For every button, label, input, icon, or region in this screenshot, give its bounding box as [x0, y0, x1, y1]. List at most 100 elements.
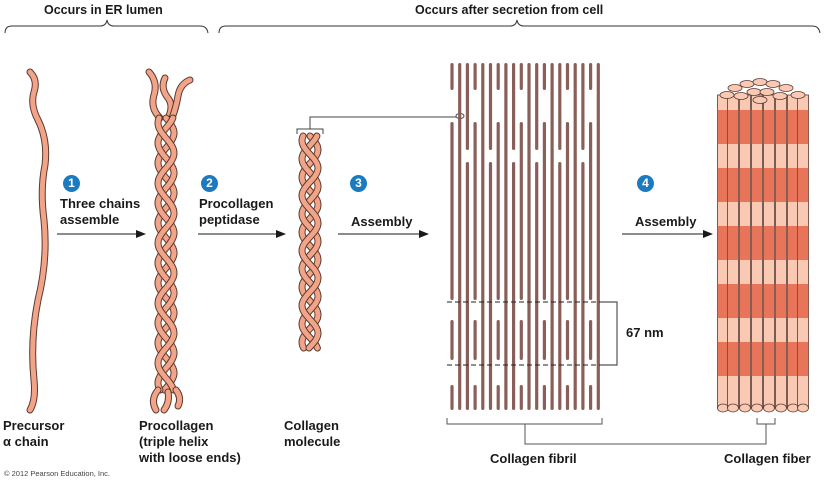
fiber-band: [797, 342, 809, 376]
loose-end-bottom-2: [161, 389, 171, 413]
loose-end-bottom-3: [173, 387, 183, 409]
fiber-cylinder-top: [739, 80, 755, 88]
fiber-cylinder-top: [752, 78, 768, 86]
fiber-band: [727, 342, 739, 376]
fiber-cylinder-top: [719, 91, 735, 99]
fibril-rod: [581, 162, 585, 410]
fiber-cylinder-top: [733, 92, 749, 100]
fiber-band: [763, 284, 775, 318]
copyright: © 2012 Pearson Education, Inc.: [4, 469, 111, 478]
fibril-rod: [542, 122, 546, 300]
collagen-fibril: [450, 63, 600, 410]
fibril-rod: [589, 63, 593, 90]
secretion-brace: [218, 19, 821, 34]
fibril-rod: [535, 63, 539, 150]
fiber-band: [787, 284, 799, 318]
fibril-rod: [519, 63, 523, 90]
fiber-band: [787, 226, 799, 260]
fiber-band: [787, 110, 799, 144]
fibril-rod: [565, 320, 570, 360]
fibril-rod: [473, 320, 477, 360]
fibril-rod: [450, 63, 454, 90]
loose-end-mid: [160, 75, 174, 121]
fibril-rod: [542, 320, 546, 360]
fiber-cylinder-bottom: [787, 403, 799, 413]
procollagen-strand-1: [155, 115, 177, 393]
fiber-cylinder-top: [790, 91, 806, 99]
fibril-rod: [450, 320, 454, 360]
fibril-rod: [565, 385, 570, 410]
fibril-rod: [519, 320, 523, 360]
fibril-rod: [458, 63, 462, 410]
fibril-rod: [488, 162, 493, 410]
step-2-badge: 2: [201, 175, 218, 192]
fiber-cylinder-top: [772, 92, 788, 100]
loose-end-right: [169, 77, 193, 121]
fiber-band: [797, 168, 809, 202]
fiber-band: [751, 168, 763, 202]
procollagen-strand-3: [155, 115, 177, 393]
period-bracket: [600, 301, 618, 366]
fiber-cylinder-top: [759, 88, 775, 96]
fiber-band: [717, 342, 729, 376]
fibril-rod: [527, 63, 531, 410]
loose-end-left: [146, 69, 163, 121]
fibril-rod: [450, 122, 454, 300]
fibril-bracket: [446, 418, 776, 445]
step-1-badge: 1: [63, 175, 80, 192]
header-er-lumen: Occurs in ER lumen: [44, 3, 163, 17]
procollagen-helix: [145, 68, 194, 414]
fiber-band: [727, 226, 739, 260]
period-measurement: 67 nm: [626, 325, 664, 340]
step-4-label: Assembly: [635, 214, 697, 229]
fibril-rod: [565, 63, 570, 90]
label-precursor: Precursor α chain: [3, 418, 65, 449]
step-4-badge: 4: [637, 175, 654, 192]
fiber-band: [797, 110, 809, 144]
fibril-rod: [558, 63, 562, 150]
fiber-band: [739, 110, 751, 144]
fibril-rod: [496, 63, 500, 90]
fiber-cylinder-bottom: [751, 403, 763, 413]
fibril-rod: [496, 320, 500, 360]
fibril-rod: [450, 385, 454, 410]
fiber-band: [775, 342, 787, 376]
fiber-cylinder-bottom: [727, 403, 739, 413]
fiber-band: [727, 284, 739, 318]
fibril-rod: [473, 385, 477, 410]
fiber-band: [727, 110, 739, 144]
fibril-rod: [496, 385, 500, 410]
fibril-rod: [465, 63, 469, 150]
fiber-band: [763, 110, 775, 144]
collagen-fiber: [717, 78, 809, 413]
fiber-band: [787, 342, 799, 376]
fibril-rod: [504, 63, 508, 410]
step-1-label: Three chains assemble: [60, 196, 141, 227]
fiber-band: [751, 284, 763, 318]
step-3-label: Assembly: [351, 214, 413, 229]
fiber-cylinder-top: [765, 80, 781, 88]
fibril-rod: [550, 63, 554, 410]
fibril-rod: [542, 385, 546, 410]
label-procollagen: Procollagen (triple helix with loose end…: [139, 418, 241, 465]
fiber-band: [751, 342, 763, 376]
fibril-rod: [481, 63, 485, 410]
label-collagen-fibril: Collagen fibril: [490, 451, 577, 466]
fibril-rod: [465, 162, 469, 410]
fiber-band: [751, 226, 763, 260]
fiber-band: [787, 168, 799, 202]
er-lumen-brace: [4, 19, 209, 34]
fibril-rod: [589, 320, 593, 360]
fibril-rod: [565, 122, 570, 300]
fiber-cylinder-top: [752, 96, 768, 104]
fiber-band: [797, 284, 809, 318]
fiber-band: [739, 226, 751, 260]
fibril-rod: [512, 162, 516, 410]
fiber-band: [717, 110, 729, 144]
fiber-band: [717, 168, 729, 202]
fibril-rod: [488, 63, 493, 150]
fiber-cylinder-top: [746, 88, 762, 96]
label-collagen-fiber: Collagen fiber: [724, 451, 811, 466]
fibril-rod: [519, 122, 523, 300]
